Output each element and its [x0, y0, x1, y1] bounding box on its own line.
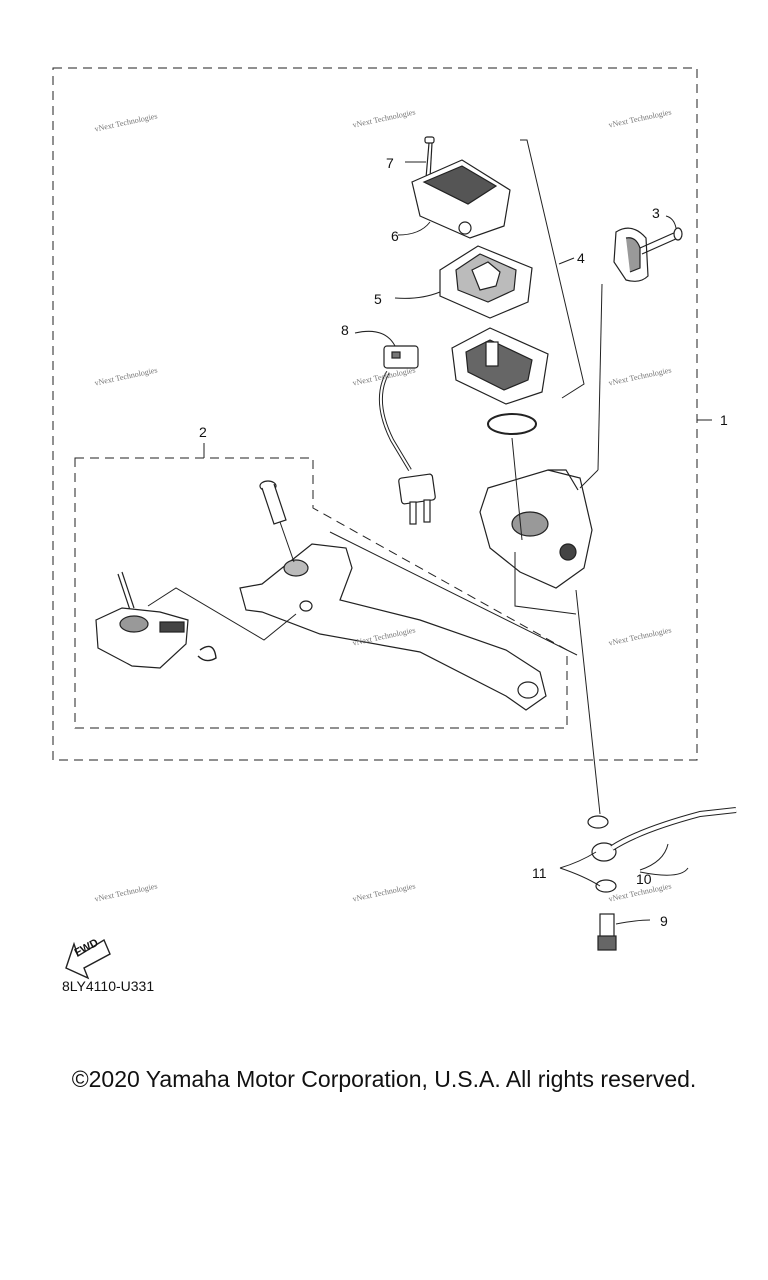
callout-6: 6	[391, 228, 399, 244]
pivot-bolt	[259, 480, 295, 563]
reservoir-cap-6	[397, 159, 511, 239]
assembly-border-1	[52, 67, 698, 761]
clamp-bolt-3	[613, 215, 683, 282]
callout-5: 5	[374, 291, 382, 307]
reservoir-body	[451, 327, 549, 435]
callout-11: 11	[532, 865, 547, 881]
callout-7: 7	[386, 155, 394, 171]
bracket-4	[520, 139, 585, 399]
copyright-notice: ©2020 Yamaha Motor Corporation, U.S.A. A…	[71, 1066, 697, 1092]
callout-1: 1	[720, 412, 728, 428]
diaphragm-5	[394, 245, 533, 319]
brake-lever	[239, 543, 547, 711]
callout-4: 4	[577, 250, 585, 266]
callout-2: 2	[199, 424, 207, 440]
callout-10: 10	[636, 871, 652, 887]
callout-3: 3	[652, 205, 660, 221]
callout-9: 9	[660, 913, 668, 929]
master-cylinder-body	[479, 283, 603, 589]
diagram-code: 8LY4110-U331	[62, 978, 155, 994]
lever-adjuster	[95, 571, 297, 669]
screw-7	[405, 136, 435, 179]
brake-hose-banjo	[559, 807, 737, 951]
fwd-arrow-icon	[65, 938, 111, 980]
callout-8: 8	[341, 322, 349, 338]
brake-switch-8	[354, 330, 436, 525]
